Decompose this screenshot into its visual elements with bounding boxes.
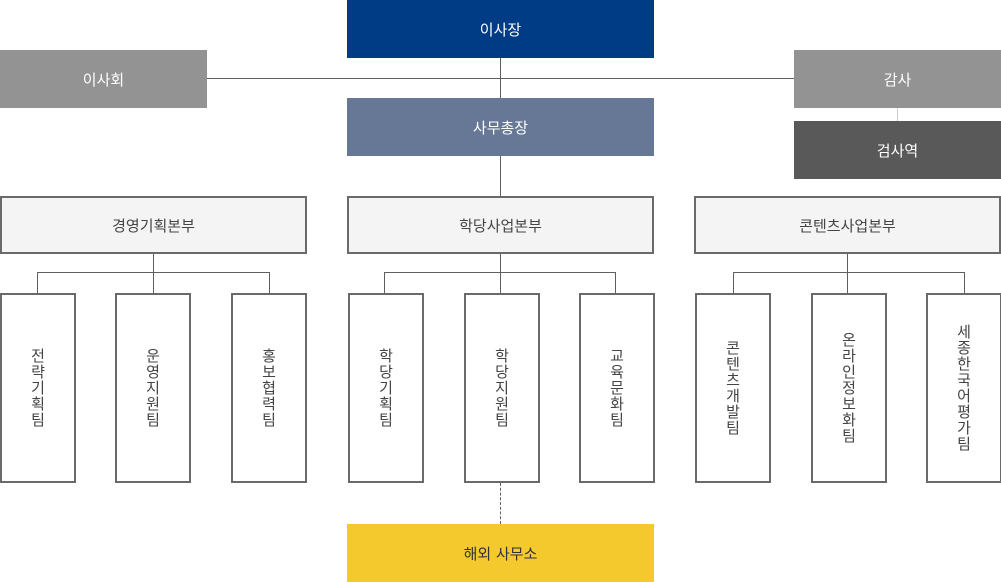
connector-division-3-stem	[847, 254, 848, 273]
audit-label: 감사	[883, 70, 912, 89]
team-box[interactable]: 콘텐츠개발팀	[695, 293, 771, 483]
connector-division-3-team-3	[964, 272, 965, 293]
connector-overseas-dashed	[500, 483, 501, 524]
team-label: 학당기획팀	[376, 348, 395, 428]
team-label: 교육문화팀	[607, 348, 626, 428]
connector-division-3-team-1	[733, 272, 734, 293]
team-label: 콘텐츠개발팀	[723, 340, 742, 436]
overseas-office-label: 해외 사무소	[463, 544, 538, 563]
team-box[interactable]: 운영지원팀	[115, 293, 191, 483]
overseas-office-box[interactable]: 해외 사무소	[347, 524, 654, 582]
secretary-general-box[interactable]: 사무총장	[347, 98, 654, 156]
connector-division-1-team-2	[153, 272, 154, 293]
team-label: 온라인정보화팀	[839, 332, 858, 444]
team-box[interactable]: 온라인정보화팀	[811, 293, 887, 483]
audit-box[interactable]: 감사	[794, 50, 1001, 108]
connector-audit-to-inspector	[897, 108, 898, 121]
connector-division-3-bar	[733, 272, 965, 273]
division-label: 경영기획본부	[112, 216, 195, 235]
team-box[interactable]: 세종한국어평가팀	[926, 293, 1001, 483]
chairman-label: 이사장	[479, 20, 522, 39]
inspector-box[interactable]: 검사역	[794, 121, 1001, 179]
connector-division-1-stem	[153, 254, 154, 273]
board-label: 이사회	[82, 70, 125, 89]
secretary-general-label: 사무총장	[472, 118, 529, 137]
team-box[interactable]: 홍보협력팀	[231, 293, 307, 483]
division-box-management-planning[interactable]: 경영기획본부	[0, 196, 307, 254]
connector-division-2-stem	[500, 254, 501, 273]
team-box[interactable]: 학당기획팀	[348, 293, 424, 483]
connector-secretary-to-division	[500, 156, 501, 196]
team-box[interactable]: 전략기획팀	[0, 293, 76, 483]
division-box-contents-business[interactable]: 콘텐츠사업본부	[694, 196, 1001, 254]
connector-division-2-team-3	[615, 272, 616, 293]
connector-division-2-team-2	[500, 272, 501, 293]
team-label: 홍보협력팀	[259, 348, 278, 428]
chairman-box[interactable]: 이사장	[347, 0, 654, 58]
team-box[interactable]: 교육문화팀	[579, 293, 655, 483]
team-box[interactable]: 학당지원팀	[464, 293, 540, 483]
division-label: 학당사업본부	[459, 216, 542, 235]
connector-division-2-team-1	[384, 272, 385, 293]
connector-division-1-team-3	[269, 272, 270, 293]
team-label: 전략기획팀	[28, 348, 47, 428]
connector-division-3-team-2	[847, 272, 848, 293]
inspector-label: 검사역	[876, 141, 919, 160]
team-label: 세종한국어평가팀	[954, 324, 973, 452]
division-label: 콘텐츠사업본부	[799, 216, 896, 235]
team-label: 운영지원팀	[143, 348, 162, 428]
team-label: 학당지원팀	[492, 348, 511, 428]
connector-board-to-audit	[207, 78, 794, 79]
connector-division-1-team-1	[37, 272, 38, 293]
division-box-institute-business[interactable]: 학당사업본부	[347, 196, 654, 254]
board-box[interactable]: 이사회	[0, 50, 207, 108]
